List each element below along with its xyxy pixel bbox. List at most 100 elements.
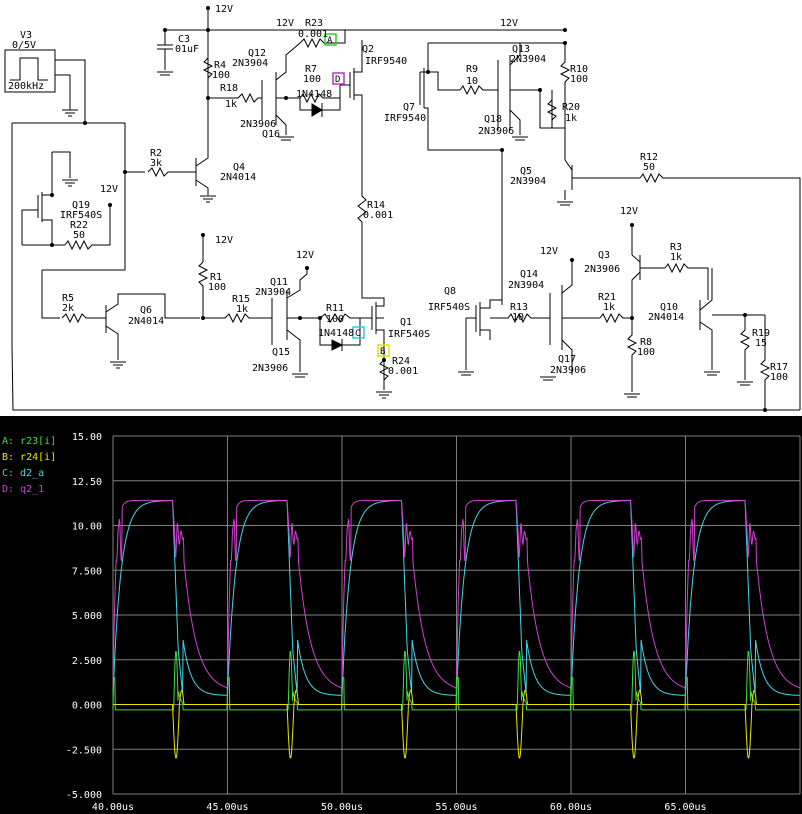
q18-label: Q18	[484, 114, 502, 125]
trace-legend: A: r23[i]B: r24[i]C: d2_aD: q2_1	[2, 436, 56, 495]
r23-label: R23	[305, 18, 323, 29]
x-tick-label: 50.00us	[321, 802, 363, 813]
q3-label: Q3	[598, 250, 610, 261]
q17-label: Q17	[558, 354, 576, 365]
supply-label: 12V	[100, 184, 118, 195]
q13-label: Q13	[512, 44, 530, 55]
r3-value: 1k	[670, 252, 682, 263]
q19-type: IRF540S	[60, 210, 102, 221]
r9-value: 10	[466, 76, 478, 87]
r21-label: R21	[598, 292, 616, 303]
q13-type: 2N3904	[510, 54, 546, 65]
r11-label: R11	[326, 303, 344, 314]
q16-type: 2N3906	[240, 119, 276, 130]
q3-type: 2N3906	[584, 264, 620, 275]
q10-type: 2N4014	[648, 312, 684, 323]
r1-value: 100	[208, 282, 226, 293]
probe-c-marker[interactable]	[352, 326, 365, 339]
y-tick-label: 5.000	[72, 611, 102, 622]
r4-label: R4	[214, 60, 226, 71]
waveform-traces	[112, 499, 800, 759]
q10-label: Q10	[660, 302, 678, 313]
y-tick-label: 0.000	[72, 701, 102, 712]
q1-label: Q1	[400, 317, 412, 328]
v3-freq-label: 200kHz	[8, 81, 44, 92]
d1-label: 1N4148	[318, 328, 354, 339]
q8-type: IRF540S	[428, 302, 470, 313]
supply-label: 12V	[500, 18, 518, 29]
r21-value: 1k	[603, 302, 615, 313]
r2-value: 3k	[150, 158, 162, 169]
x-tick-label: 60.00us	[550, 802, 592, 813]
q4-label: Q4	[233, 162, 245, 173]
q15-label: Q15	[272, 347, 290, 358]
r10-label: R10	[570, 64, 588, 75]
r9-label: R9	[466, 64, 478, 75]
q11-label: Q11	[270, 277, 288, 288]
r17-label: R17	[770, 362, 788, 373]
x-tick-label: 55.00us	[435, 802, 477, 813]
legend-entry: A: r23[i]	[2, 436, 56, 447]
r18-label: R18	[220, 83, 238, 94]
y-tick-label: 7.500	[72, 566, 102, 577]
r24-label: R24	[392, 356, 410, 367]
r20-value: 1k	[565, 113, 577, 124]
r15-value: 1k	[236, 304, 248, 315]
r12-label: R12	[640, 152, 658, 163]
y-tick-label: 10.00	[72, 522, 102, 533]
supply-label: 12V	[296, 250, 314, 261]
r23-value: 0.001	[298, 29, 328, 40]
q8-label: Q8	[444, 286, 456, 297]
y-tick-label: -2.500	[66, 745, 102, 756]
q15-type: 2N3906	[252, 363, 288, 374]
q16-label: Q16	[262, 129, 280, 140]
v3-label: V3	[20, 30, 32, 41]
q14-type: 2N3904	[508, 280, 544, 291]
probe-b-marker[interactable]	[377, 344, 390, 357]
component-labels: V3 0/5V 200kHz 12V 12V 12V R23 0.001 C3 …	[8, 4, 788, 383]
q17-type: 2N3906	[550, 365, 586, 376]
r19-label: R19	[752, 328, 770, 339]
c3-label: C3	[178, 34, 190, 45]
q19-label: Q19	[72, 200, 90, 211]
r20-label: R20	[562, 102, 580, 113]
supply-label: 12V	[276, 18, 294, 29]
probe-a-marker[interactable]	[324, 33, 337, 46]
r11-value: 100	[326, 314, 344, 325]
r2-label: R2	[150, 148, 162, 159]
legend-entry: D: q2_1	[2, 484, 44, 495]
q2-type: IRF9540	[365, 56, 407, 67]
d2-label: 1N4148	[296, 89, 332, 100]
supply-label: 12V	[215, 235, 233, 246]
r7-label: R7	[305, 64, 317, 75]
probe-d-label: D	[335, 75, 340, 85]
probe-a-label: A	[327, 36, 333, 46]
r24-value: 0.001	[388, 366, 418, 377]
r14-value: 0.001	[363, 210, 393, 221]
probe-d-marker[interactable]	[332, 72, 345, 85]
y-tick-label: 15.00	[72, 432, 102, 443]
supply-label: 12V	[620, 206, 638, 217]
r19-value: 15	[755, 338, 767, 349]
x-tick-label: 65.00us	[664, 802, 706, 813]
r14-label: R14	[367, 200, 385, 211]
q7-label: Q7	[403, 102, 415, 113]
circuit-schematic: A D C B V3 0/5V 200kHz 12V 12V 12V R23 0…	[4, 4, 801, 412]
x-tick-label: 40.00us	[92, 802, 134, 813]
q7-type: IRF9540	[384, 113, 426, 124]
r5-label: R5	[62, 293, 74, 304]
oscilloscope-panel: A: r23[i]B: r24[i]C: d2_aD: q2_1 15.0012…	[0, 416, 802, 814]
q14-label: Q14	[520, 269, 538, 280]
probe-c-label: C	[355, 329, 360, 339]
r8-value: 100	[637, 347, 655, 358]
q6-label: Q6	[140, 305, 152, 316]
r10-value: 100	[570, 74, 588, 85]
r4-value: 100	[212, 70, 230, 81]
legend-entry: C: d2_a	[2, 468, 44, 479]
q4-type: 2N4014	[220, 172, 256, 183]
q12-type: 2N3904	[232, 58, 268, 69]
r5-value: 2k	[62, 303, 74, 314]
r3-label: R3	[670, 242, 682, 253]
r13-value: 10	[512, 312, 524, 323]
